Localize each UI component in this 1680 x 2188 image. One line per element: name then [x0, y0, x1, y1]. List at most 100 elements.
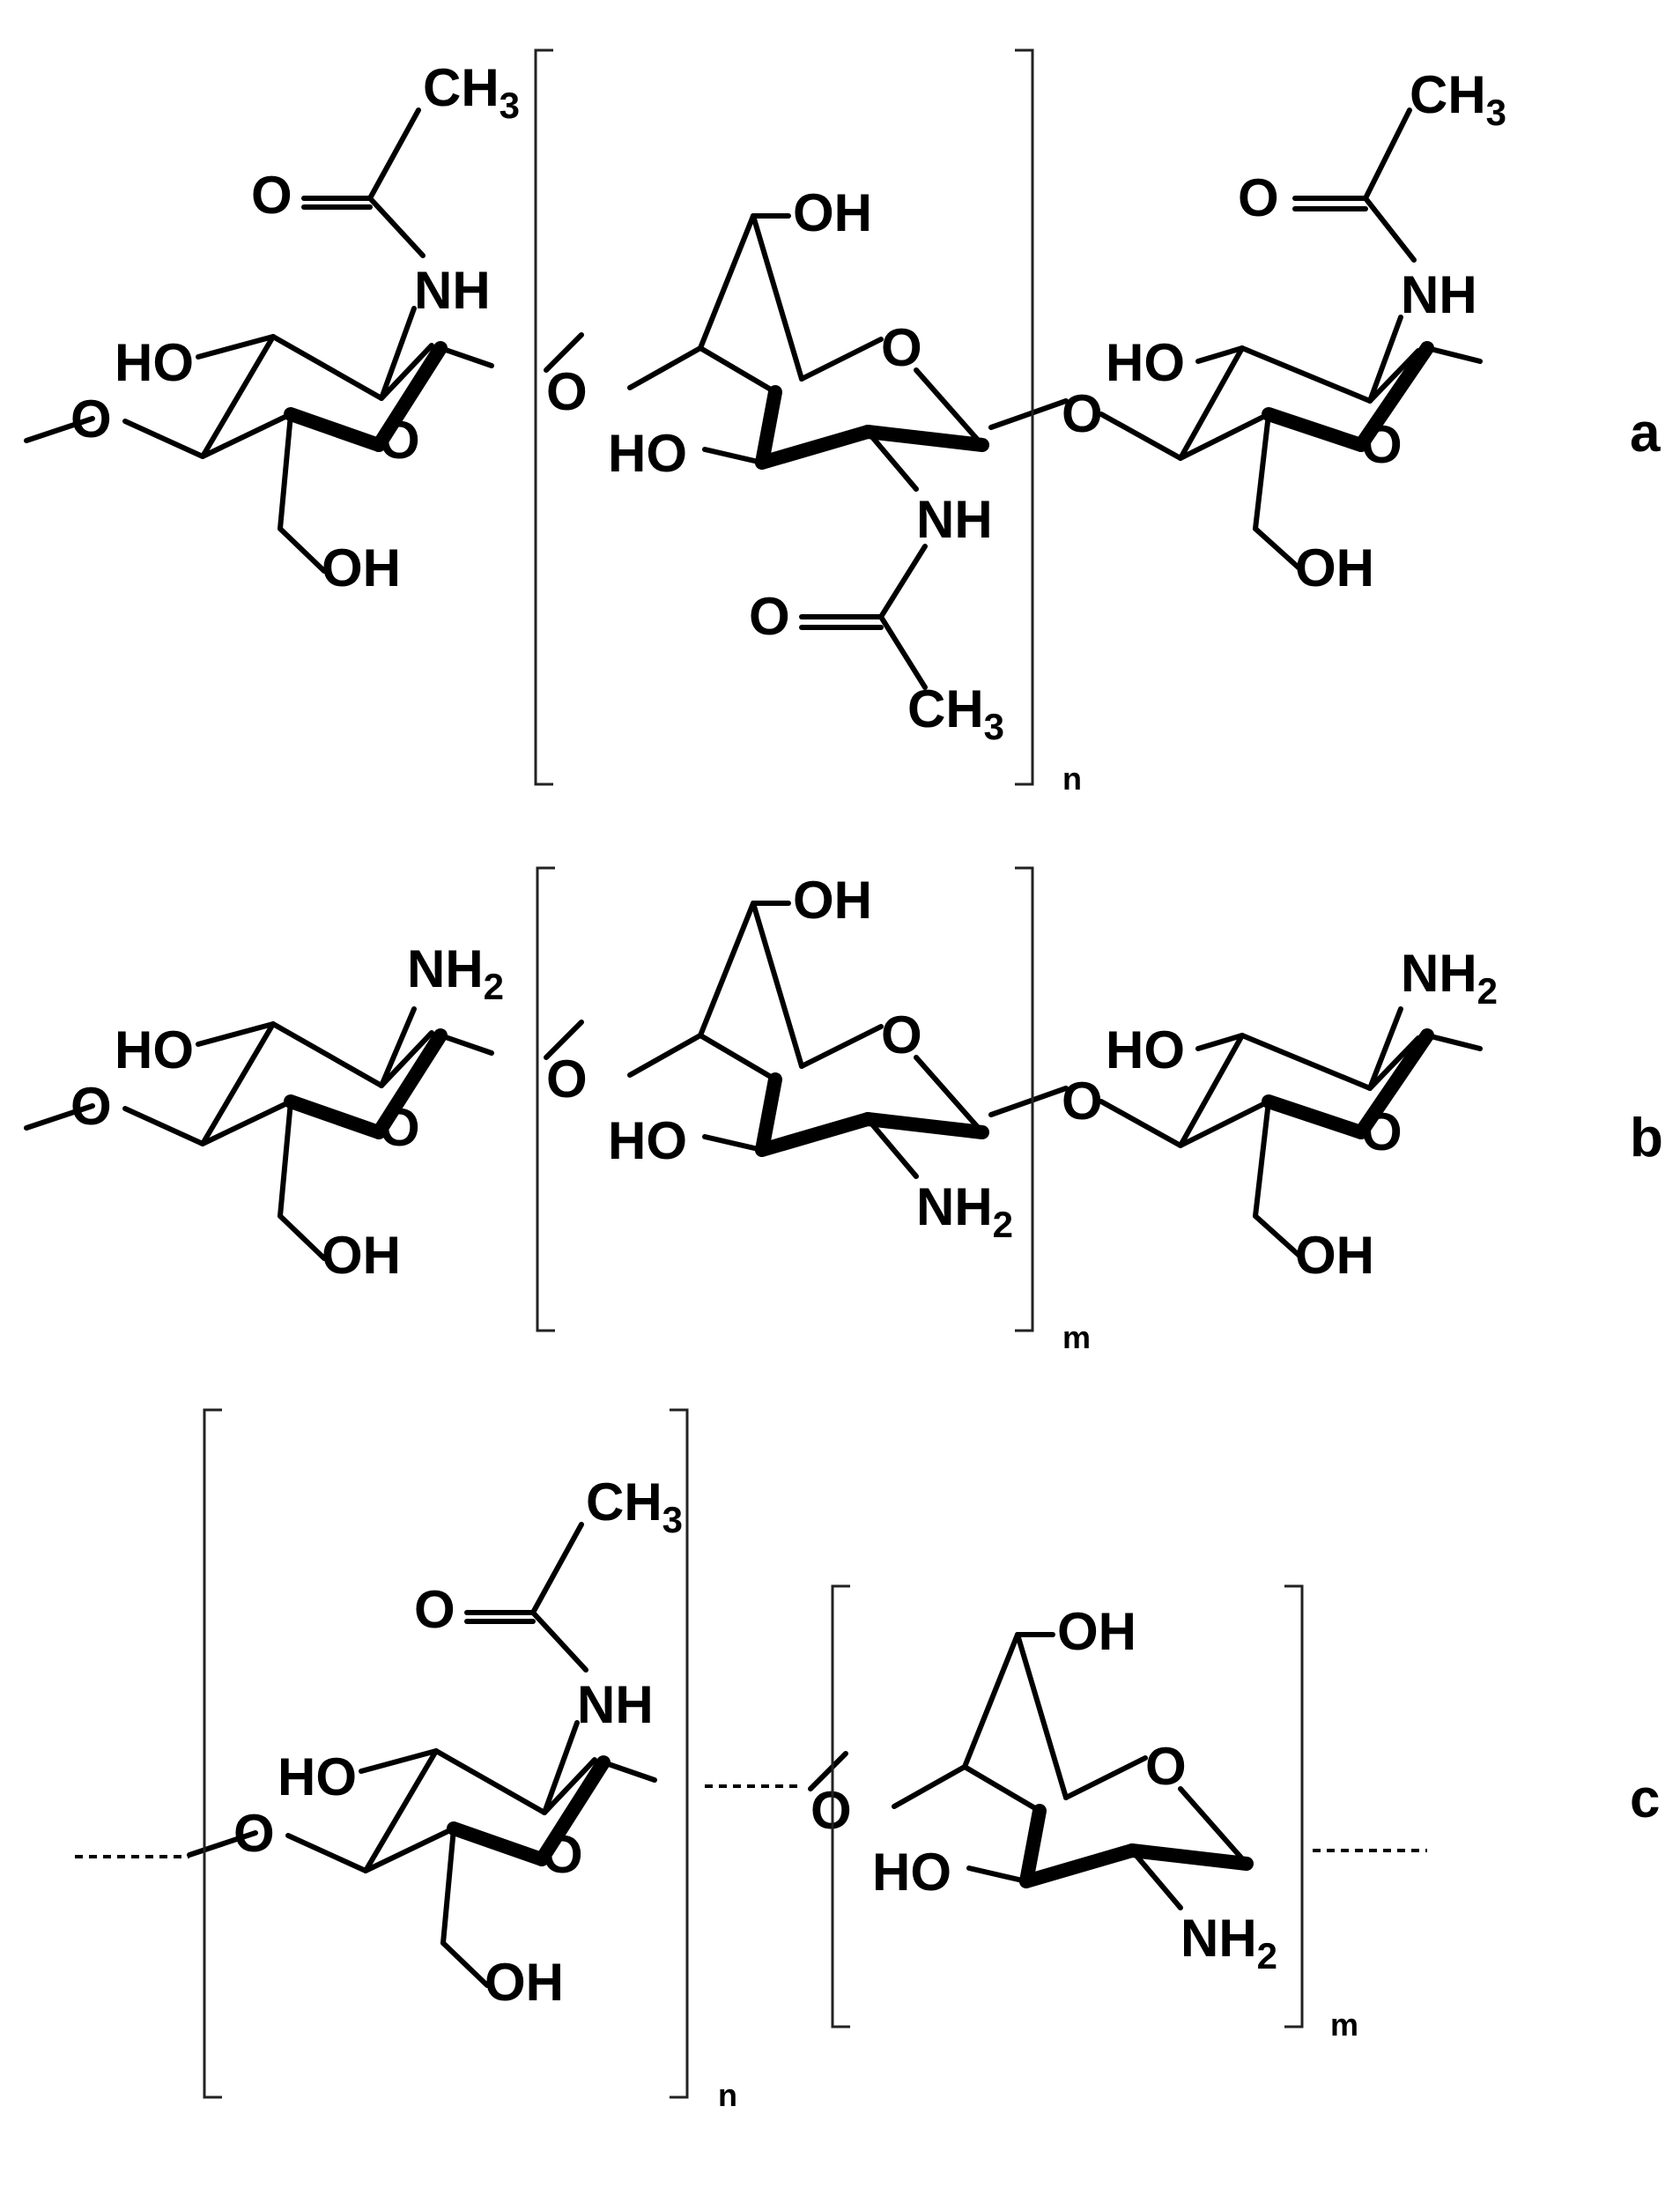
hydroxyl-label: HO — [872, 1843, 951, 1902]
ring-oxygen-glycosidic-label: O — [70, 1077, 112, 1136]
bond-line — [1253, 412, 1271, 531]
amine-label: NH2 — [1401, 944, 1498, 1012]
bond-line — [359, 1748, 439, 1774]
bond-line — [1063, 1755, 1148, 1800]
hydroxyl-label: HO — [115, 333, 194, 392]
bond-line — [1253, 1099, 1271, 1219]
bold-bond — [1125, 1843, 1254, 1871]
bond-line — [530, 1522, 584, 1615]
hydroxyl-label: HO — [278, 1747, 357, 1806]
bond-line — [799, 1024, 884, 1069]
hydroxymethyl-label: OH — [322, 538, 401, 597]
bond-line — [278, 1213, 327, 1261]
repeat-subscript-m: m — [1062, 1319, 1091, 1355]
bond-line — [1425, 345, 1483, 364]
bond-line — [1099, 1099, 1183, 1148]
panel-label-b: b — [1630, 1108, 1663, 1168]
bond-line — [379, 1030, 434, 1088]
carbonyl-oxygen-label: O — [251, 166, 292, 225]
bond-line — [751, 213, 804, 382]
bond-line — [627, 1033, 703, 1078]
bold-bond — [1354, 1028, 1434, 1139]
bond-line — [363, 1748, 439, 1873]
bond-line — [1240, 345, 1373, 404]
bond-line — [363, 1826, 456, 1873]
bond-line — [122, 1106, 205, 1146]
bond-line — [702, 1134, 765, 1153]
right-bracket-b — [1015, 866, 1034, 1332]
bond-line — [1195, 345, 1245, 364]
bond-line — [1129, 1848, 1183, 1910]
bond-line — [966, 1865, 1029, 1884]
ring-oxygen-label: O — [379, 411, 420, 470]
bold-bond — [1019, 1804, 1047, 1888]
repeat-subscript-n: n — [1062, 760, 1082, 797]
bond-line — [1178, 1033, 1245, 1148]
bond-line — [278, 412, 293, 531]
bond-line — [196, 1021, 276, 1047]
right-bracket-b — [1015, 866, 1034, 1332]
left-bracket-a — [534, 48, 553, 786]
ring-oxygen-label: O — [1145, 1737, 1187, 1796]
hydroxyl-label: HO — [115, 1020, 194, 1079]
amine-label: NH2 — [407, 939, 504, 1007]
bold-bond — [284, 1094, 386, 1139]
left-bracket-b — [536, 866, 555, 1332]
hydroxyl-label: HO — [608, 1111, 687, 1170]
bond-line — [440, 1940, 490, 1988]
bond-line — [1363, 108, 1412, 201]
bond-line — [1178, 412, 1271, 461]
panel-label-c: c — [1630, 1769, 1660, 1829]
bond-line — [865, 1116, 919, 1179]
bond-line — [285, 1833, 368, 1873]
methyl-label: CH3 — [423, 58, 520, 126]
ring-oxygen-glycosidic-label: O — [70, 389, 112, 449]
bond-line — [1367, 315, 1403, 404]
panel-label-a: a — [1630, 403, 1661, 464]
bond-line — [878, 614, 928, 690]
bold-bond — [861, 425, 989, 452]
bond-line — [278, 1099, 293, 1219]
right-bracket-c2 — [1284, 1584, 1304, 2029]
bond-line — [379, 343, 434, 401]
methyl-label: CH3 — [907, 679, 1004, 747]
hydroxymethyl-label: OH — [793, 183, 872, 242]
bond-line — [751, 901, 804, 1069]
bond-line — [1363, 196, 1417, 263]
bold-bond — [755, 1112, 875, 1157]
right-bracket-a — [1015, 48, 1034, 786]
methyl-label: CH3 — [1410, 65, 1506, 133]
bond-line — [1178, 345, 1245, 461]
bond-line — [440, 1826, 456, 1946]
ring-oxygen-label: O — [542, 1825, 583, 1884]
carbonyl-oxygen-label: O — [1238, 168, 1279, 227]
left-bracket-a — [534, 48, 553, 786]
bond-line — [200, 1099, 293, 1146]
glycosidic-bond — [24, 416, 95, 443]
bond-line — [627, 345, 703, 390]
hydroxymethyl-label: OH — [1057, 1602, 1136, 1661]
glycosidic-bond — [988, 398, 1069, 430]
right-bracket-c1 — [670, 1408, 689, 2099]
panel-a: na — [1062, 403, 1661, 797]
bond-line — [1099, 412, 1183, 461]
bold-bond — [755, 385, 782, 470]
bond-line — [1178, 1099, 1271, 1148]
bond-line — [367, 196, 426, 258]
bond-line — [200, 412, 293, 459]
right-bracket-a — [1015, 48, 1034, 786]
nh-label: NH — [916, 490, 993, 549]
bold-bond — [535, 1755, 611, 1866]
glycosidic-bond — [808, 1751, 848, 1791]
bond-line — [1367, 1006, 1403, 1091]
hydroxyl-label: HO — [608, 424, 687, 483]
bond-line — [799, 337, 884, 382]
hydroxymethyl-label: OH — [485, 1953, 564, 2012]
repeat-subscript-m: m — [1330, 2006, 1358, 2043]
bond-line — [1253, 1213, 1302, 1258]
bond-line — [278, 526, 327, 574]
bold-bond — [755, 425, 875, 470]
